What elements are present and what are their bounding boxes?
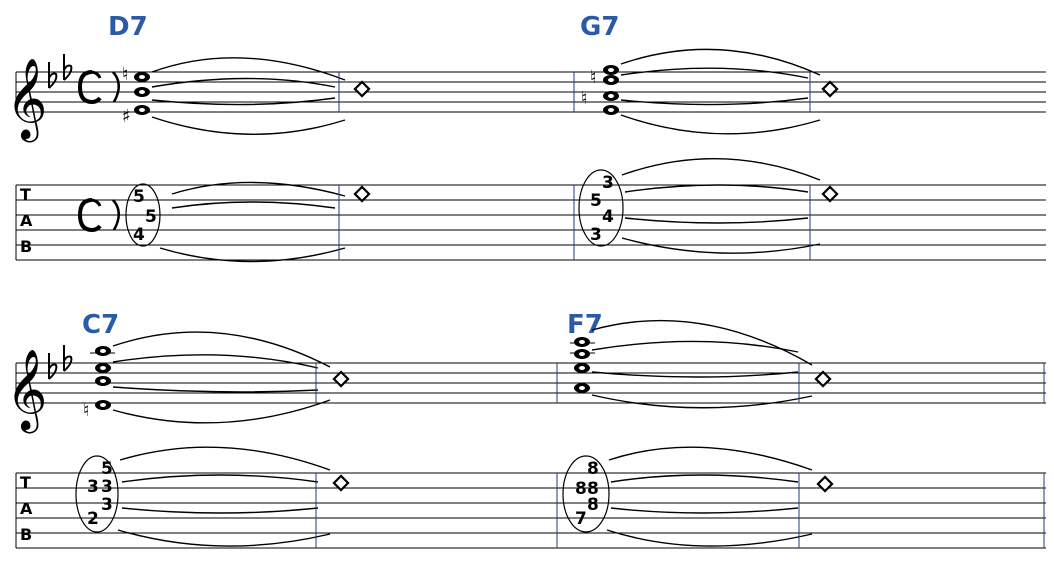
ties-g7: [620, 48, 821, 135]
svg-text:3: 3: [590, 225, 602, 245]
svg-text:A: A: [20, 211, 33, 230]
end-diamond-icon: [353, 80, 371, 98]
ties-g7-tab: [621, 157, 821, 254]
end-diamond-icon: [332, 474, 350, 492]
treble-staff-1: [15, 71, 1046, 113]
tab-chord-c7: 5 3 3 3 2: [75, 455, 119, 533]
ties-d7: [151, 57, 346, 135]
chord-name-g7: G7: [580, 12, 619, 42]
svg-text:4: 4: [133, 225, 145, 245]
natural-icon: ♮: [581, 88, 587, 109]
tab-clef-icon: T A B: [20, 185, 33, 256]
common-time-icon: [77, 70, 120, 105]
end-diamond-icon: [821, 80, 839, 98]
end-diamond-icon: [353, 185, 371, 203]
svg-text:3: 3: [87, 477, 99, 497]
system-1: D7 G7 𝄞: [6, 12, 1046, 263]
svg-text:2: 2: [87, 509, 99, 529]
key-signature-two-flats-icon: [48, 345, 73, 380]
natural-icon: ♮: [83, 400, 89, 421]
chord-f7-notes: [570, 337, 595, 393]
chord-c7-notes: ♮: [83, 346, 115, 421]
natural-icon: ♮: [590, 67, 596, 88]
svg-text:8: 8: [575, 479, 587, 499]
natural-icon: ♮: [122, 64, 128, 85]
tab-chord-g7: 3 5 4 3: [578, 169, 624, 247]
tab-clef-icon: T A B: [20, 473, 33, 544]
ties-d7-tab: [159, 181, 346, 263]
svg-text:𝄞: 𝄞: [6, 348, 47, 433]
common-time-icon: [77, 198, 120, 233]
key-signature-two-flats-icon: [48, 54, 73, 89]
svg-text:𝄞: 𝄞: [6, 57, 47, 142]
sharp-icon: ♯: [122, 106, 131, 127]
svg-text:5: 5: [145, 207, 157, 227]
svg-text:7: 7: [575, 509, 587, 529]
tab-chord-f7: 8 8 8 8 7: [562, 455, 610, 533]
system-2: C7 F7 𝄞 ♮: [6, 310, 1046, 549]
svg-text:8: 8: [587, 479, 599, 499]
chord-g7-notes: ♮ ♮: [581, 65, 619, 115]
chord-name-f7: F7: [567, 310, 603, 340]
tab-chord-d7: 5 5 4: [125, 183, 161, 247]
svg-text:8: 8: [587, 459, 599, 479]
ties-f7-tab: [606, 446, 813, 547]
svg-text:3: 3: [101, 477, 113, 497]
chord-name-d7: D7: [108, 12, 148, 42]
treble-clef-icon: 𝄞: [6, 348, 47, 433]
svg-text:8: 8: [587, 495, 599, 515]
svg-text:B: B: [20, 525, 32, 544]
end-diamond-icon: [332, 370, 350, 388]
chord-name-c7: C7: [82, 310, 119, 340]
chord-d7-notes: ♮ ♯: [122, 64, 150, 127]
svg-text:4: 4: [602, 207, 614, 227]
tab-staff-1: [15, 184, 1046, 261]
end-diamond-icon: [814, 370, 832, 388]
ties-f7: [591, 319, 813, 409]
ties-c7-tab: [117, 446, 331, 547]
svg-text:B: B: [20, 237, 32, 256]
ties-c7: [112, 331, 331, 424]
treble-staff-2: [15, 362, 1046, 404]
svg-text:5: 5: [133, 187, 145, 207]
svg-text:A: A: [20, 499, 33, 518]
svg-text:3: 3: [602, 173, 614, 193]
svg-text:5: 5: [101, 459, 113, 479]
treble-clef-icon: 𝄞: [6, 57, 47, 142]
svg-text:3: 3: [101, 495, 113, 515]
svg-text:5: 5: [590, 191, 602, 211]
tab-staff-2: [15, 472, 1046, 549]
svg-text:T: T: [20, 473, 31, 492]
end-diamond-icon: [816, 475, 834, 493]
svg-text:T: T: [20, 185, 31, 204]
end-diamond-icon: [821, 185, 839, 203]
